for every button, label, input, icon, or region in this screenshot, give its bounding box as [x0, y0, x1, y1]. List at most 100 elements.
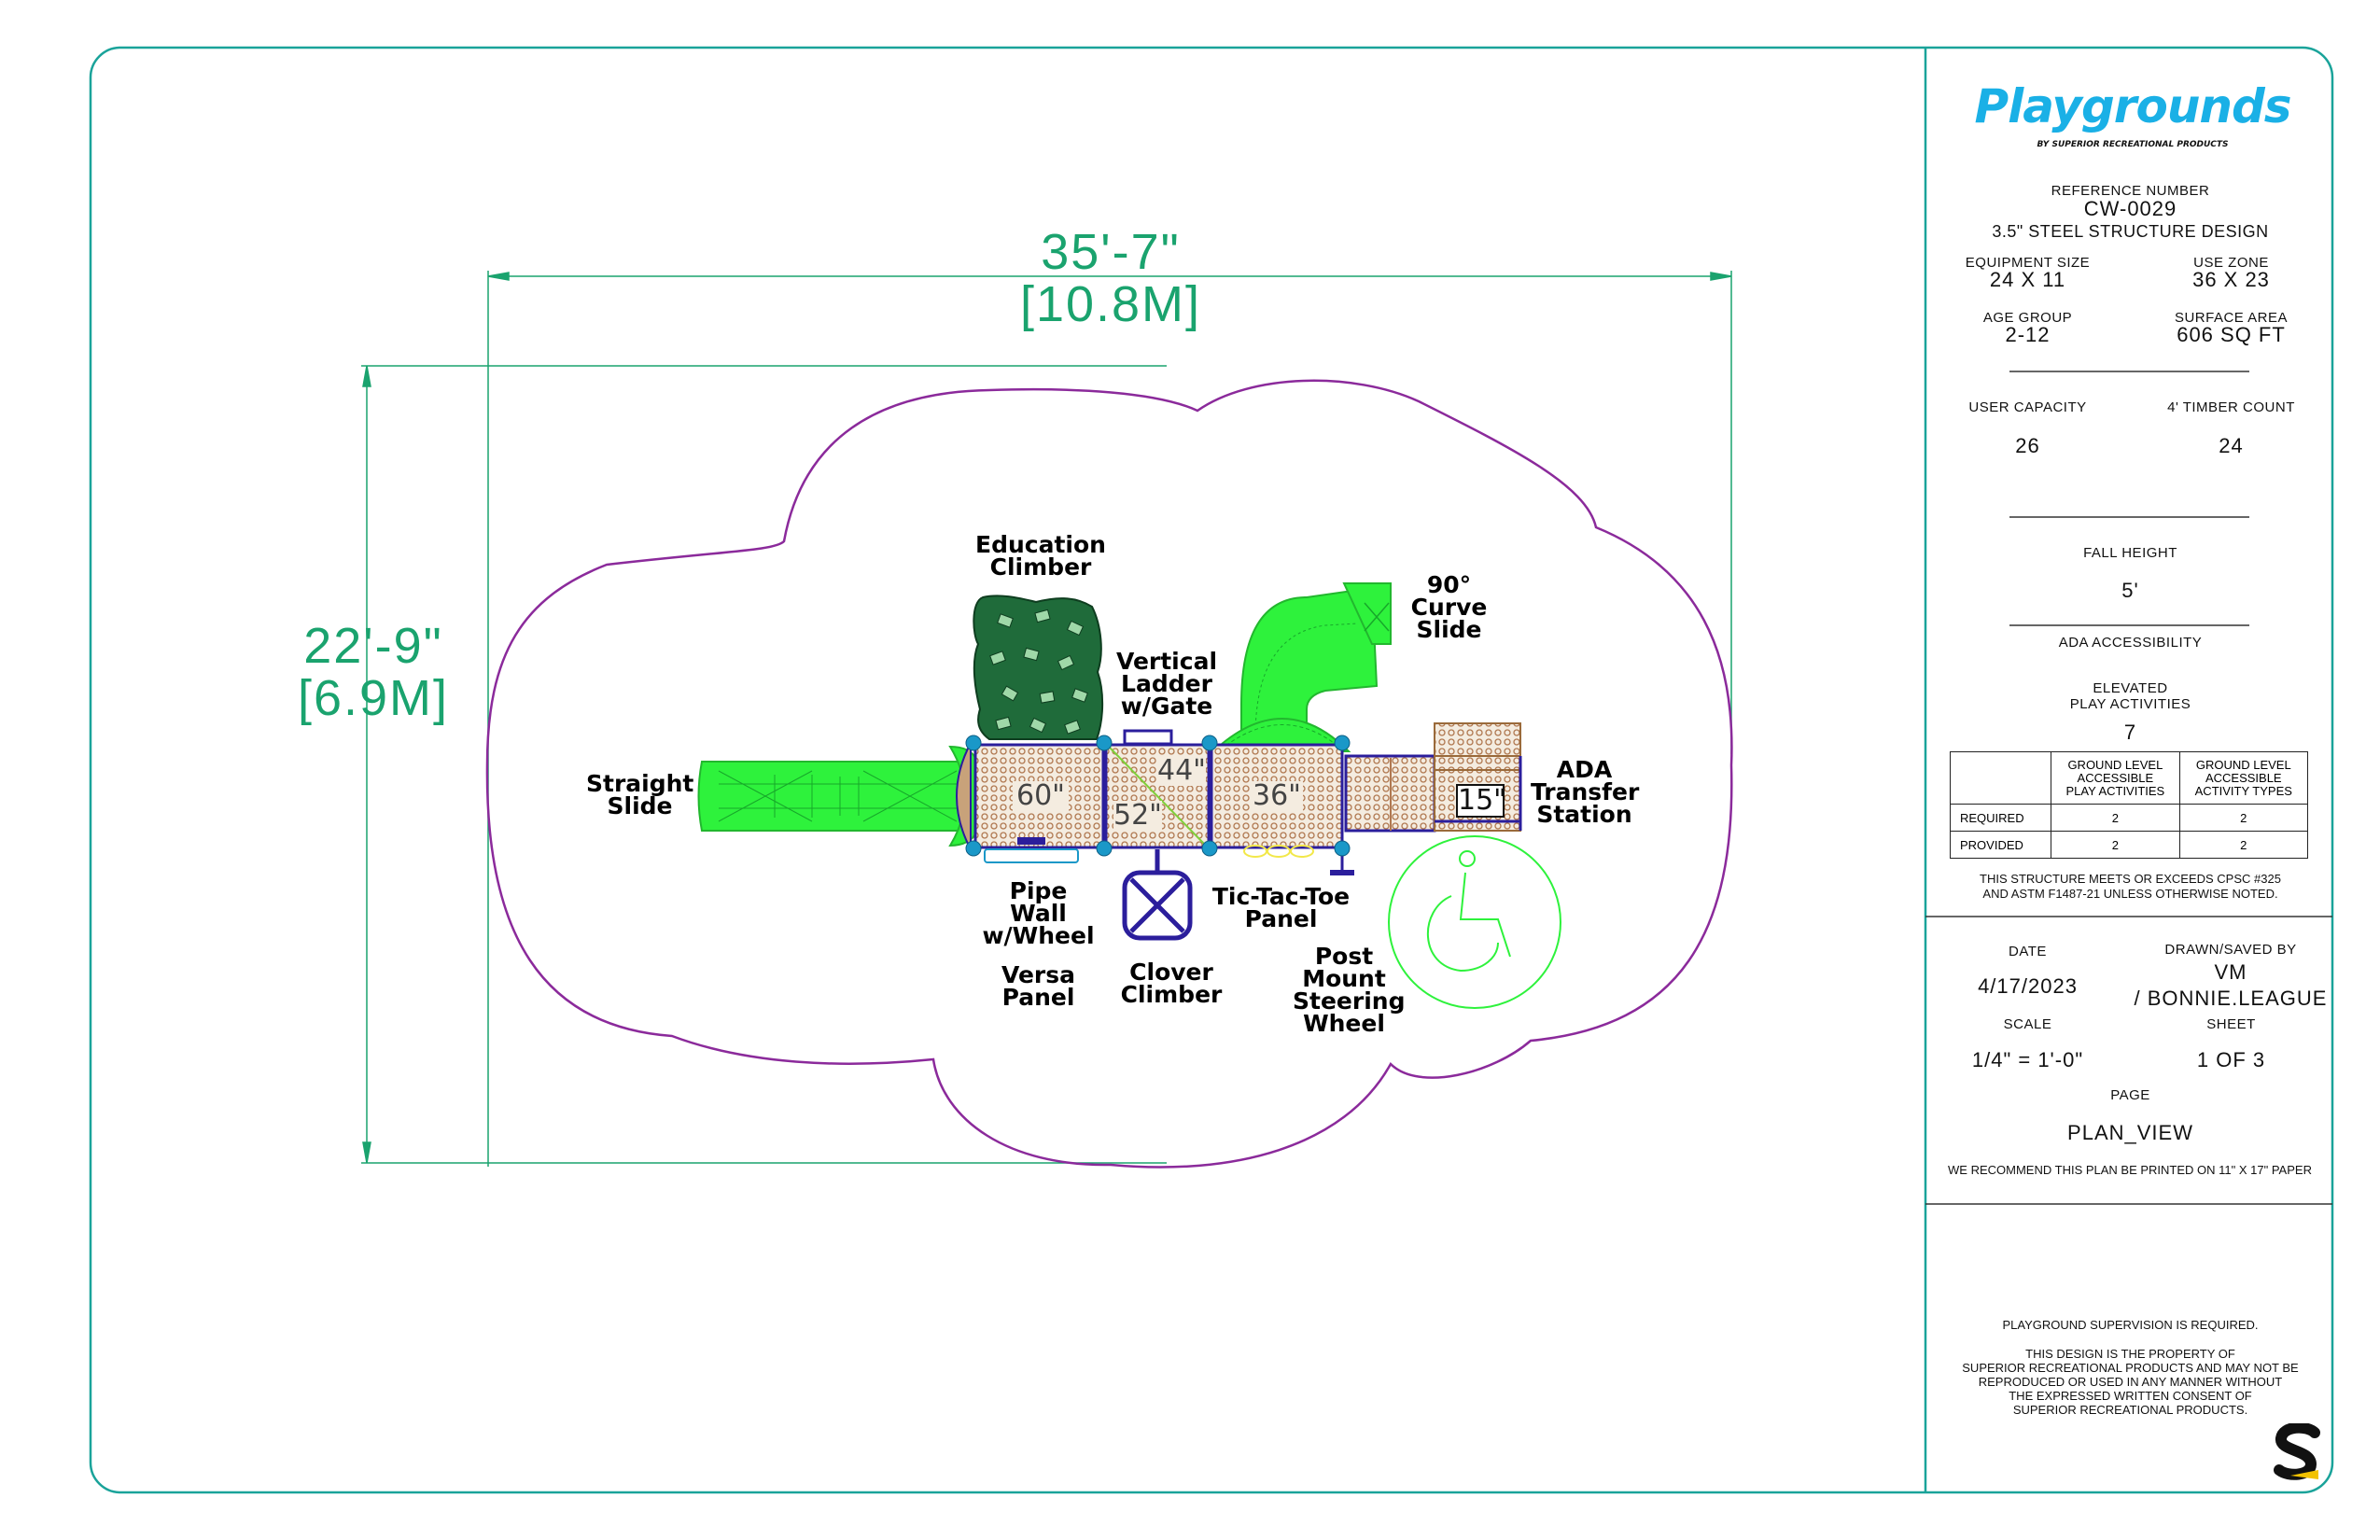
property-line: THE EXPRESSED WRITTEN CONSENT OF: [2009, 1389, 2252, 1403]
deck-height-15: 15": [1456, 784, 1506, 818]
label-pipe-wall: Pipe Wall w/Wheel: [980, 877, 1097, 949]
ada-table-corner: [1949, 751, 2052, 805]
sheet-border: [89, 46, 2334, 1494]
page-name: PLAN_VIEW: [2067, 1121, 2193, 1144]
scale-label: SCALE: [2003, 1016, 2052, 1032]
height-dimension: 22'-9" [6.9M]: [280, 620, 467, 724]
height-dimension-ft: 22'-9": [303, 618, 443, 674]
label-line: Tic-Tac-Toe: [1211, 883, 1351, 910]
header-line: ACCESSIBLE: [2077, 770, 2154, 785]
label-curve-slide: 90° Curve Slide: [1400, 573, 1498, 643]
supervision-note: PLAYGROUND SUPERVISION IS REQUIRED.: [2002, 1318, 2259, 1332]
curve-slide: [1211, 582, 1392, 752]
sheet-label: SHEET: [2206, 1016, 2256, 1032]
property-line: SUPERIOR RECREATIONAL PRODUCTS.: [2012, 1403, 2248, 1417]
label-line: Clover: [1129, 959, 1213, 986]
ada-table: GROUND LEVEL ACCESSIBLE PLAY ACTIVITIES …: [1949, 751, 2309, 859]
use-zone-label: USE ZONE: [2193, 255, 2269, 271]
fall-height-label: FALL HEIGHT: [2083, 545, 2177, 561]
label-line: ADA: [1556, 756, 1613, 783]
header-line: PLAY ACTIVITIES: [2065, 783, 2165, 798]
elevated-label-1: ELEVATED: [2093, 680, 2168, 696]
label-line: Steering: [1293, 987, 1406, 1015]
print-note: WE RECOMMEND THIS PLAN BE PRINTED ON 11"…: [1948, 1163, 2312, 1177]
label-line: Panel: [1001, 984, 1075, 1011]
label-line: Climber: [989, 553, 1092, 581]
timber-count-label: 4' TIMBER COUNT: [2167, 399, 2295, 415]
dimension-lines: [361, 271, 1732, 1167]
date-label: DATE: [2009, 944, 2047, 959]
label-line: Slide: [1416, 616, 1482, 643]
page-label: PAGE: [2110, 1087, 2150, 1103]
label-education-climber: Education Climber: [975, 531, 1106, 581]
deck-height-44: 44": [1157, 754, 1206, 787]
surface-area-label: SURFACE AREA: [2174, 310, 2289, 326]
label-line: w/Gate: [1120, 693, 1213, 720]
elevated-label-2: PLAY ACTIVITIES: [2069, 696, 2191, 712]
label-line: Pipe: [1009, 877, 1068, 904]
property-line: REPRODUCED OR USED IN ANY MANNER WITHOUT: [1978, 1375, 2283, 1389]
label-ada-station: ADA Transfer Station: [1531, 756, 1639, 828]
header-line: GROUND LEVEL: [2067, 757, 2163, 772]
drawn-by-2: / BONNIE.LEAGUE: [2134, 987, 2328, 1010]
width-dimension-m: [10.8M]: [1019, 276, 1202, 332]
label-versa-panel: Versa Panel: [989, 961, 1087, 1011]
deck-height-36: 36": [1251, 781, 1303, 811]
row-label: REQUIRED: [1949, 804, 2052, 832]
header-line: GROUND LEVEL: [2195, 757, 2291, 772]
label-line: Straight: [586, 770, 694, 797]
fall-height: 5': [2121, 579, 2139, 602]
surface-area: 606 SQ FT: [2177, 323, 2286, 346]
drawn-by-label: DRAWN/SAVED BY: [2164, 942, 2297, 958]
label-line: Post: [1314, 943, 1374, 970]
superior-s-logo-icon: [2274, 1423, 2320, 1480]
header-line: ACCESSIBLE: [2205, 770, 2282, 785]
property-notice: THIS DESIGN IS THE PROPERTY OF SUPERIOR …: [1941, 1347, 2319, 1417]
reference-label: REFERENCE NUMBER: [2051, 183, 2210, 199]
property-line: SUPERIOR RECREATIONAL PRODUCTS AND MAY N…: [1962, 1361, 2299, 1375]
brand-logo: Playgrounds: [1974, 79, 2291, 133]
label-clover-climber: Clover Climber: [1120, 959, 1223, 1008]
design-description: 3.5" STEEL STRUCTURE DESIGN: [1992, 222, 2269, 241]
user-capacity: 26: [2015, 434, 2040, 457]
brand-tagline: BY SUPERIOR RECREATIONAL PRODUCTS: [2037, 140, 2229, 149]
label-line: Vertical: [1115, 648, 1218, 675]
label-line: Ladder: [1121, 670, 1212, 697]
label-line: Wheel: [1303, 1010, 1385, 1037]
label-line: w/Wheel: [982, 922, 1095, 949]
label-line: Wall: [1010, 900, 1067, 927]
date: 4/17/2023: [1978, 974, 2078, 998]
posts: [965, 735, 1351, 857]
education-climber: [973, 595, 1104, 740]
header-line: ACTIVITY TYPES: [2194, 783, 2292, 798]
deck-height-52: 52": [1113, 799, 1162, 832]
label-line: Climber: [1120, 981, 1223, 1008]
age-group: 2-12: [2005, 323, 2051, 346]
compliance-line-2: AND ASTM F1487-21 UNLESS OTHERWISE NOTED…: [1982, 887, 2278, 901]
width-dimension-ft: 35'-7": [1041, 224, 1181, 280]
user-capacity-label: USER CAPACITY: [1968, 399, 2087, 415]
clover-climber: [1122, 849, 1193, 941]
label-line: Station: [1536, 801, 1632, 828]
height-dimension-m: [6.9M]: [297, 670, 450, 726]
ada-table-header-activities: GROUND LEVEL ACCESSIBLE PLAY ACTIVITIES: [2051, 751, 2180, 805]
label-line: Education: [975, 531, 1106, 558]
sheet: 1 OF 3: [2196, 1048, 2266, 1071]
deck-height-60: 60": [1013, 781, 1069, 811]
label-vertical-ladder: Vertical Ladder w/Gate: [1111, 648, 1223, 720]
label-line: Curve: [1410, 594, 1488, 621]
row-value: 2: [2178, 804, 2309, 832]
equipment-size-label: EQUIPMENT SIZE: [1965, 255, 2091, 271]
width-dimension: 35'-7" [10.8M]: [971, 226, 1251, 330]
label-line: Versa: [1001, 961, 1076, 988]
use-zone: 36 X 23: [2192, 268, 2270, 291]
row-label: PROVIDED: [1949, 831, 2052, 859]
label-straight-slide: Straight Slide: [586, 770, 694, 818]
ada-table-row: PROVIDED 2 2: [1949, 831, 2309, 859]
elevated-value: 7: [2123, 721, 2137, 744]
timber-count: 24: [2219, 434, 2244, 457]
wheelchair-icon: [1388, 835, 1561, 1009]
ada-table-header-types: GROUND LEVEL ACCESSIBLE ACTIVITY TYPES: [2178, 751, 2309, 805]
label-tic-tac-toe: Tic-Tac-Toe Panel: [1204, 883, 1358, 931]
